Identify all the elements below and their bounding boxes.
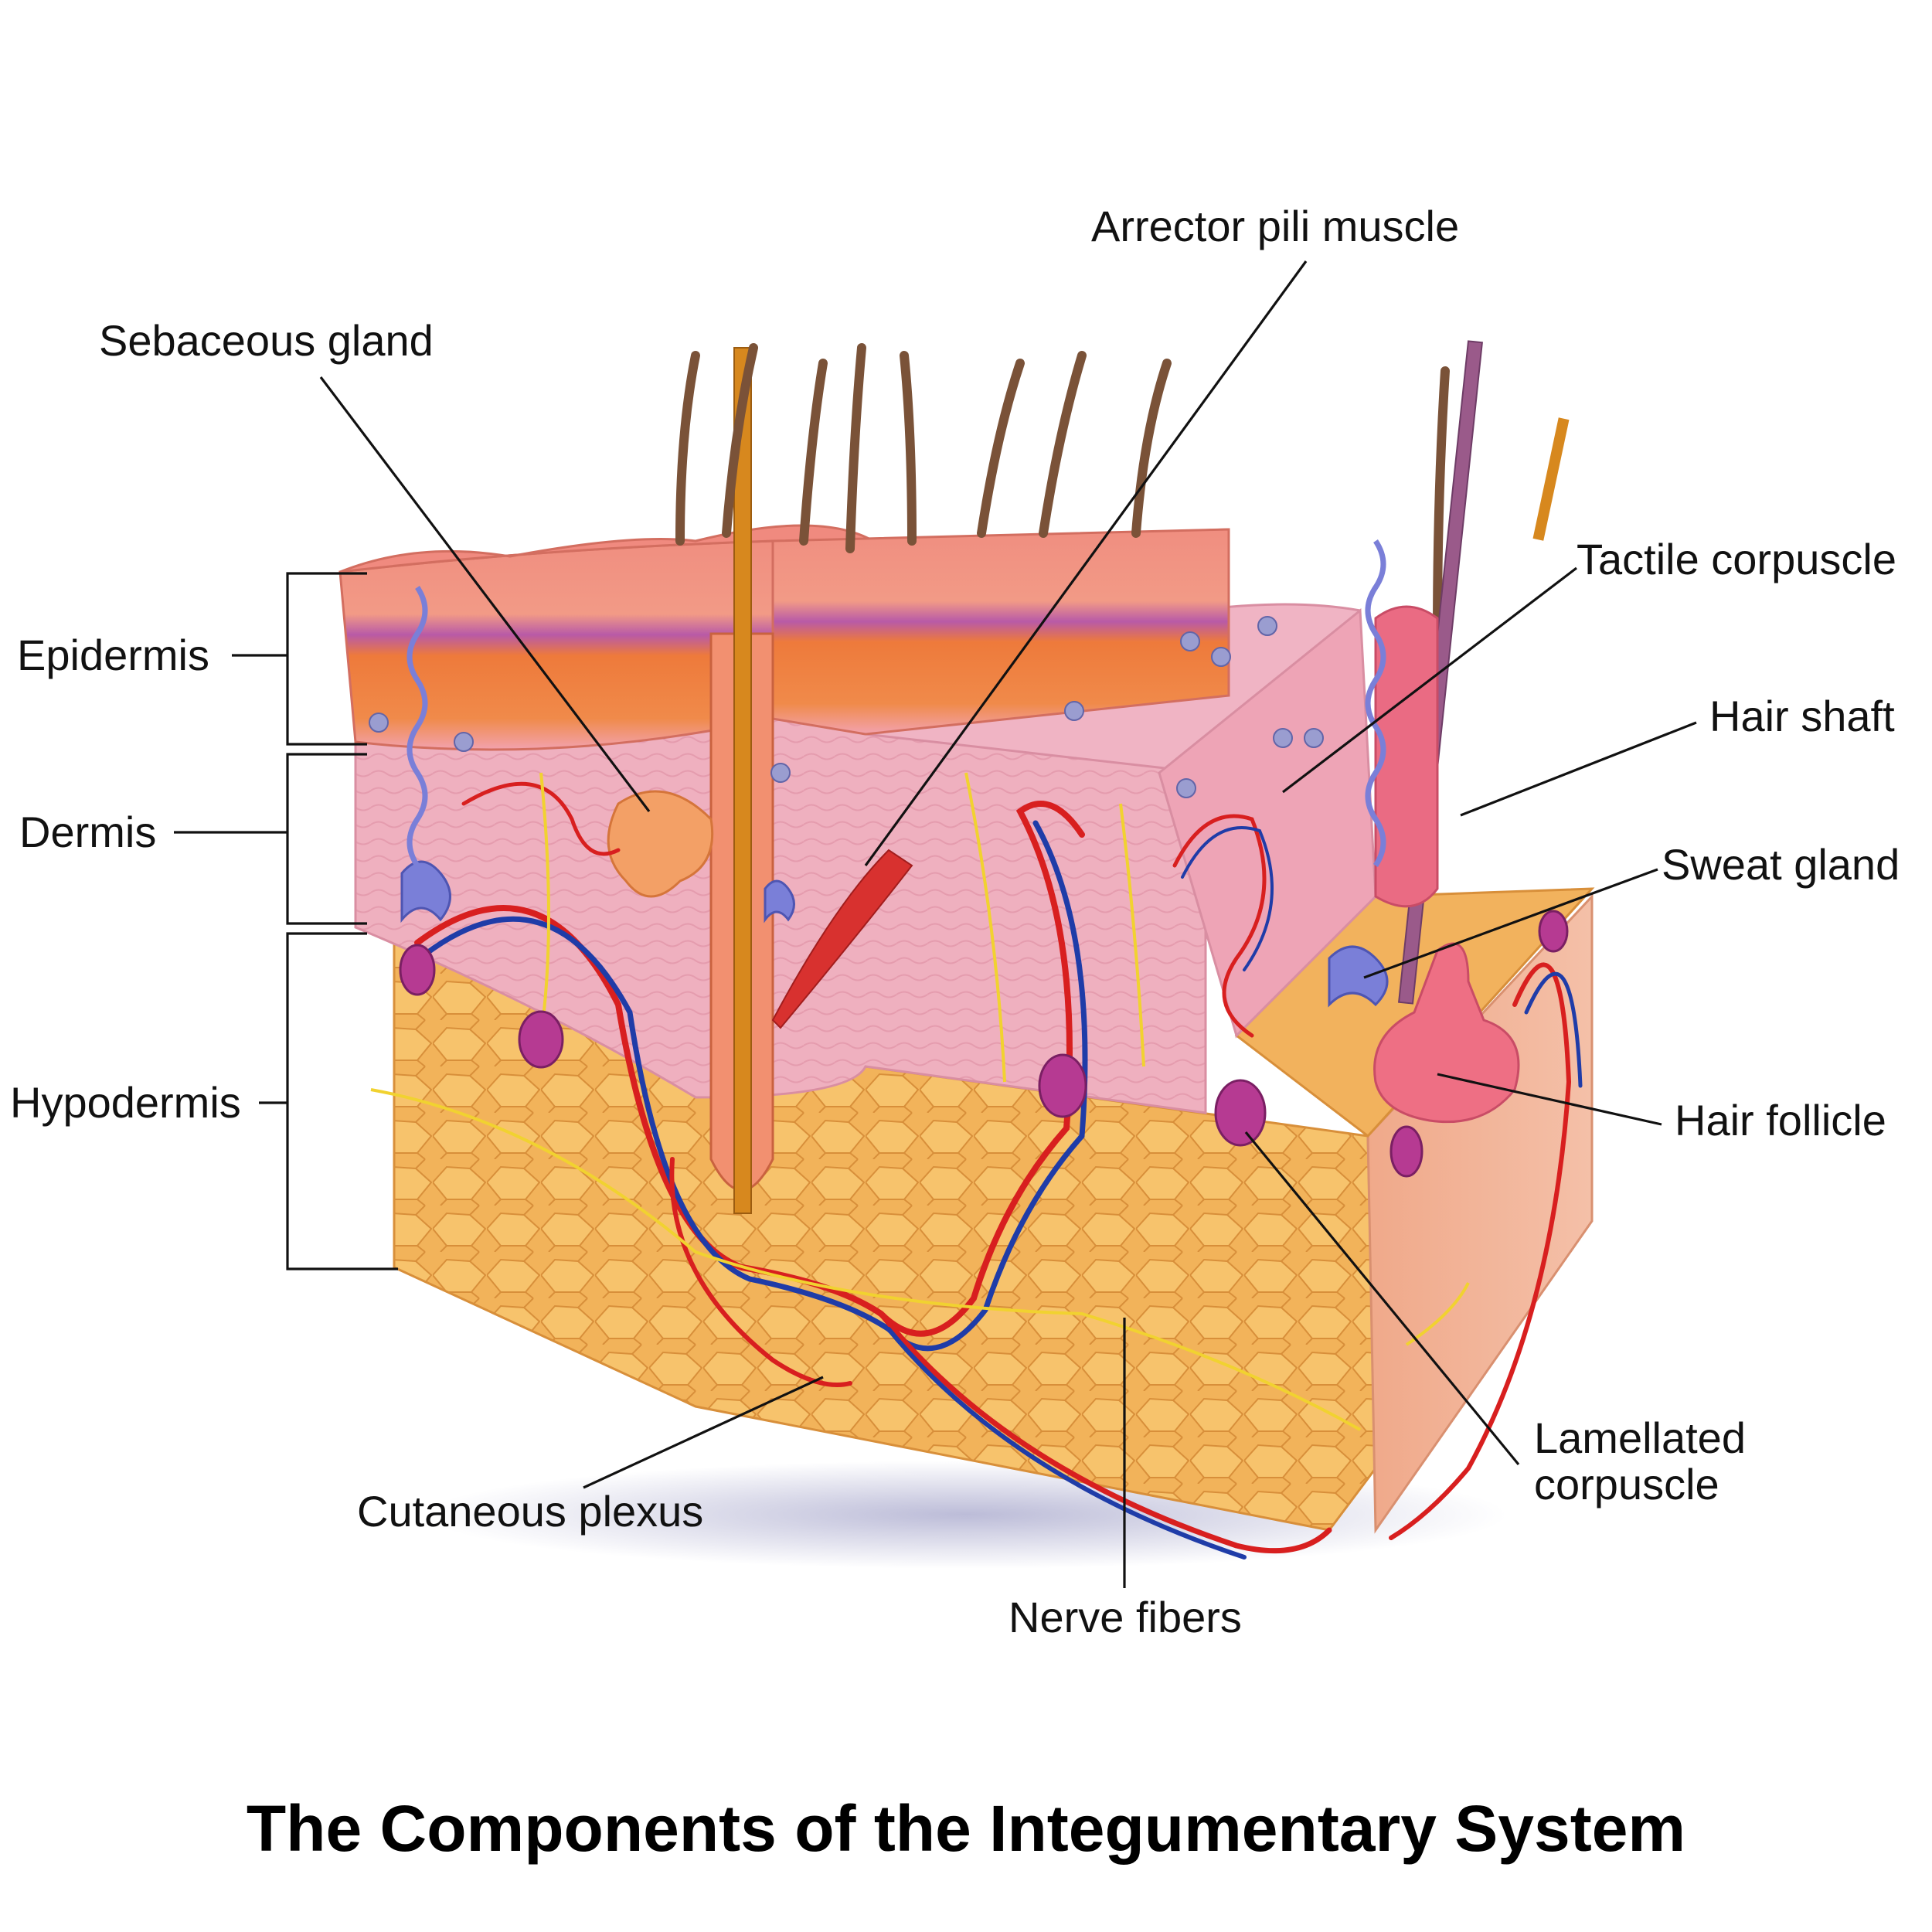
sweat-glands xyxy=(400,860,1389,1008)
sweat-gland-leader xyxy=(1363,868,1658,979)
label-lamellated-corpuscle: Lamellated corpuscle xyxy=(1534,1413,1758,1509)
label-hair-shaft: Hair shaft xyxy=(1709,692,1895,740)
epidermis-bracket xyxy=(286,572,367,746)
lamellated-corpuscle-leader xyxy=(1244,1131,1520,1466)
dermis-front-face xyxy=(354,717,1207,1114)
page-title: The Components of the Integumentary Syst… xyxy=(247,1792,1685,1865)
label-nerve-fibers: Nerve fibers xyxy=(1009,1593,1242,1641)
label-sweat-gland: Sweat gland xyxy=(1662,840,1900,889)
layer-brackets xyxy=(174,572,398,1270)
label-arrector-pili-muscle: Arrector pili muscle xyxy=(1091,202,1459,250)
label-tactile-corpuscle: Tactile corpuscle xyxy=(1577,535,1896,583)
label-hypodermis: Hypodermis xyxy=(10,1078,241,1127)
right-hair-follicle-bulb xyxy=(1373,942,1520,1124)
sweat-ducts xyxy=(406,539,1386,867)
skin-block-illustration xyxy=(338,340,1595,1569)
arrector-pili-shape xyxy=(771,849,913,1029)
central-hair-shaft xyxy=(733,347,752,1214)
hair-follicle-leader xyxy=(1437,1073,1662,1126)
tactile-corpuscle-leader xyxy=(1282,566,1577,794)
label-cutaneous-plexus: Cutaneous plexus xyxy=(357,1487,703,1536)
hypodermis-side-face xyxy=(1366,893,1594,1534)
label-sebaceous-gland: Sebaceous gland xyxy=(99,316,434,365)
label-epidermis: Epidermis xyxy=(17,631,209,679)
right-hair-shaft-tip xyxy=(1532,417,1570,541)
labels: Epidermis Dermis Hypodermis Sebaceous gl… xyxy=(10,202,1900,1641)
hair-shaft-leader xyxy=(1460,721,1697,817)
label-hair-follicle: Hair follicle xyxy=(1675,1096,1886,1145)
leader-lines xyxy=(319,260,1697,1588)
cutaneous-plexus-leader xyxy=(583,1376,824,1489)
tactile-corpuscles xyxy=(369,616,1324,798)
sebaceous-gland-shape xyxy=(607,790,714,898)
label-lamellated-line1: Lamellated xyxy=(1534,1413,1746,1462)
epidermis-right-face xyxy=(771,528,1230,736)
label-dermis: Dermis xyxy=(19,808,156,856)
sebaceous-gland-leader xyxy=(319,376,651,812)
label-lamellated-line2: corpuscle xyxy=(1534,1460,1719,1509)
dermis-bracket xyxy=(286,753,367,925)
lamellated-corpuscles xyxy=(399,910,1569,1178)
epidermis-front-face xyxy=(338,539,774,751)
arrector-pili-leader xyxy=(864,260,1308,866)
second-follicle-column xyxy=(1374,605,1439,908)
surface-hairs xyxy=(675,343,1450,638)
hypodermis-bracket xyxy=(286,932,398,1270)
